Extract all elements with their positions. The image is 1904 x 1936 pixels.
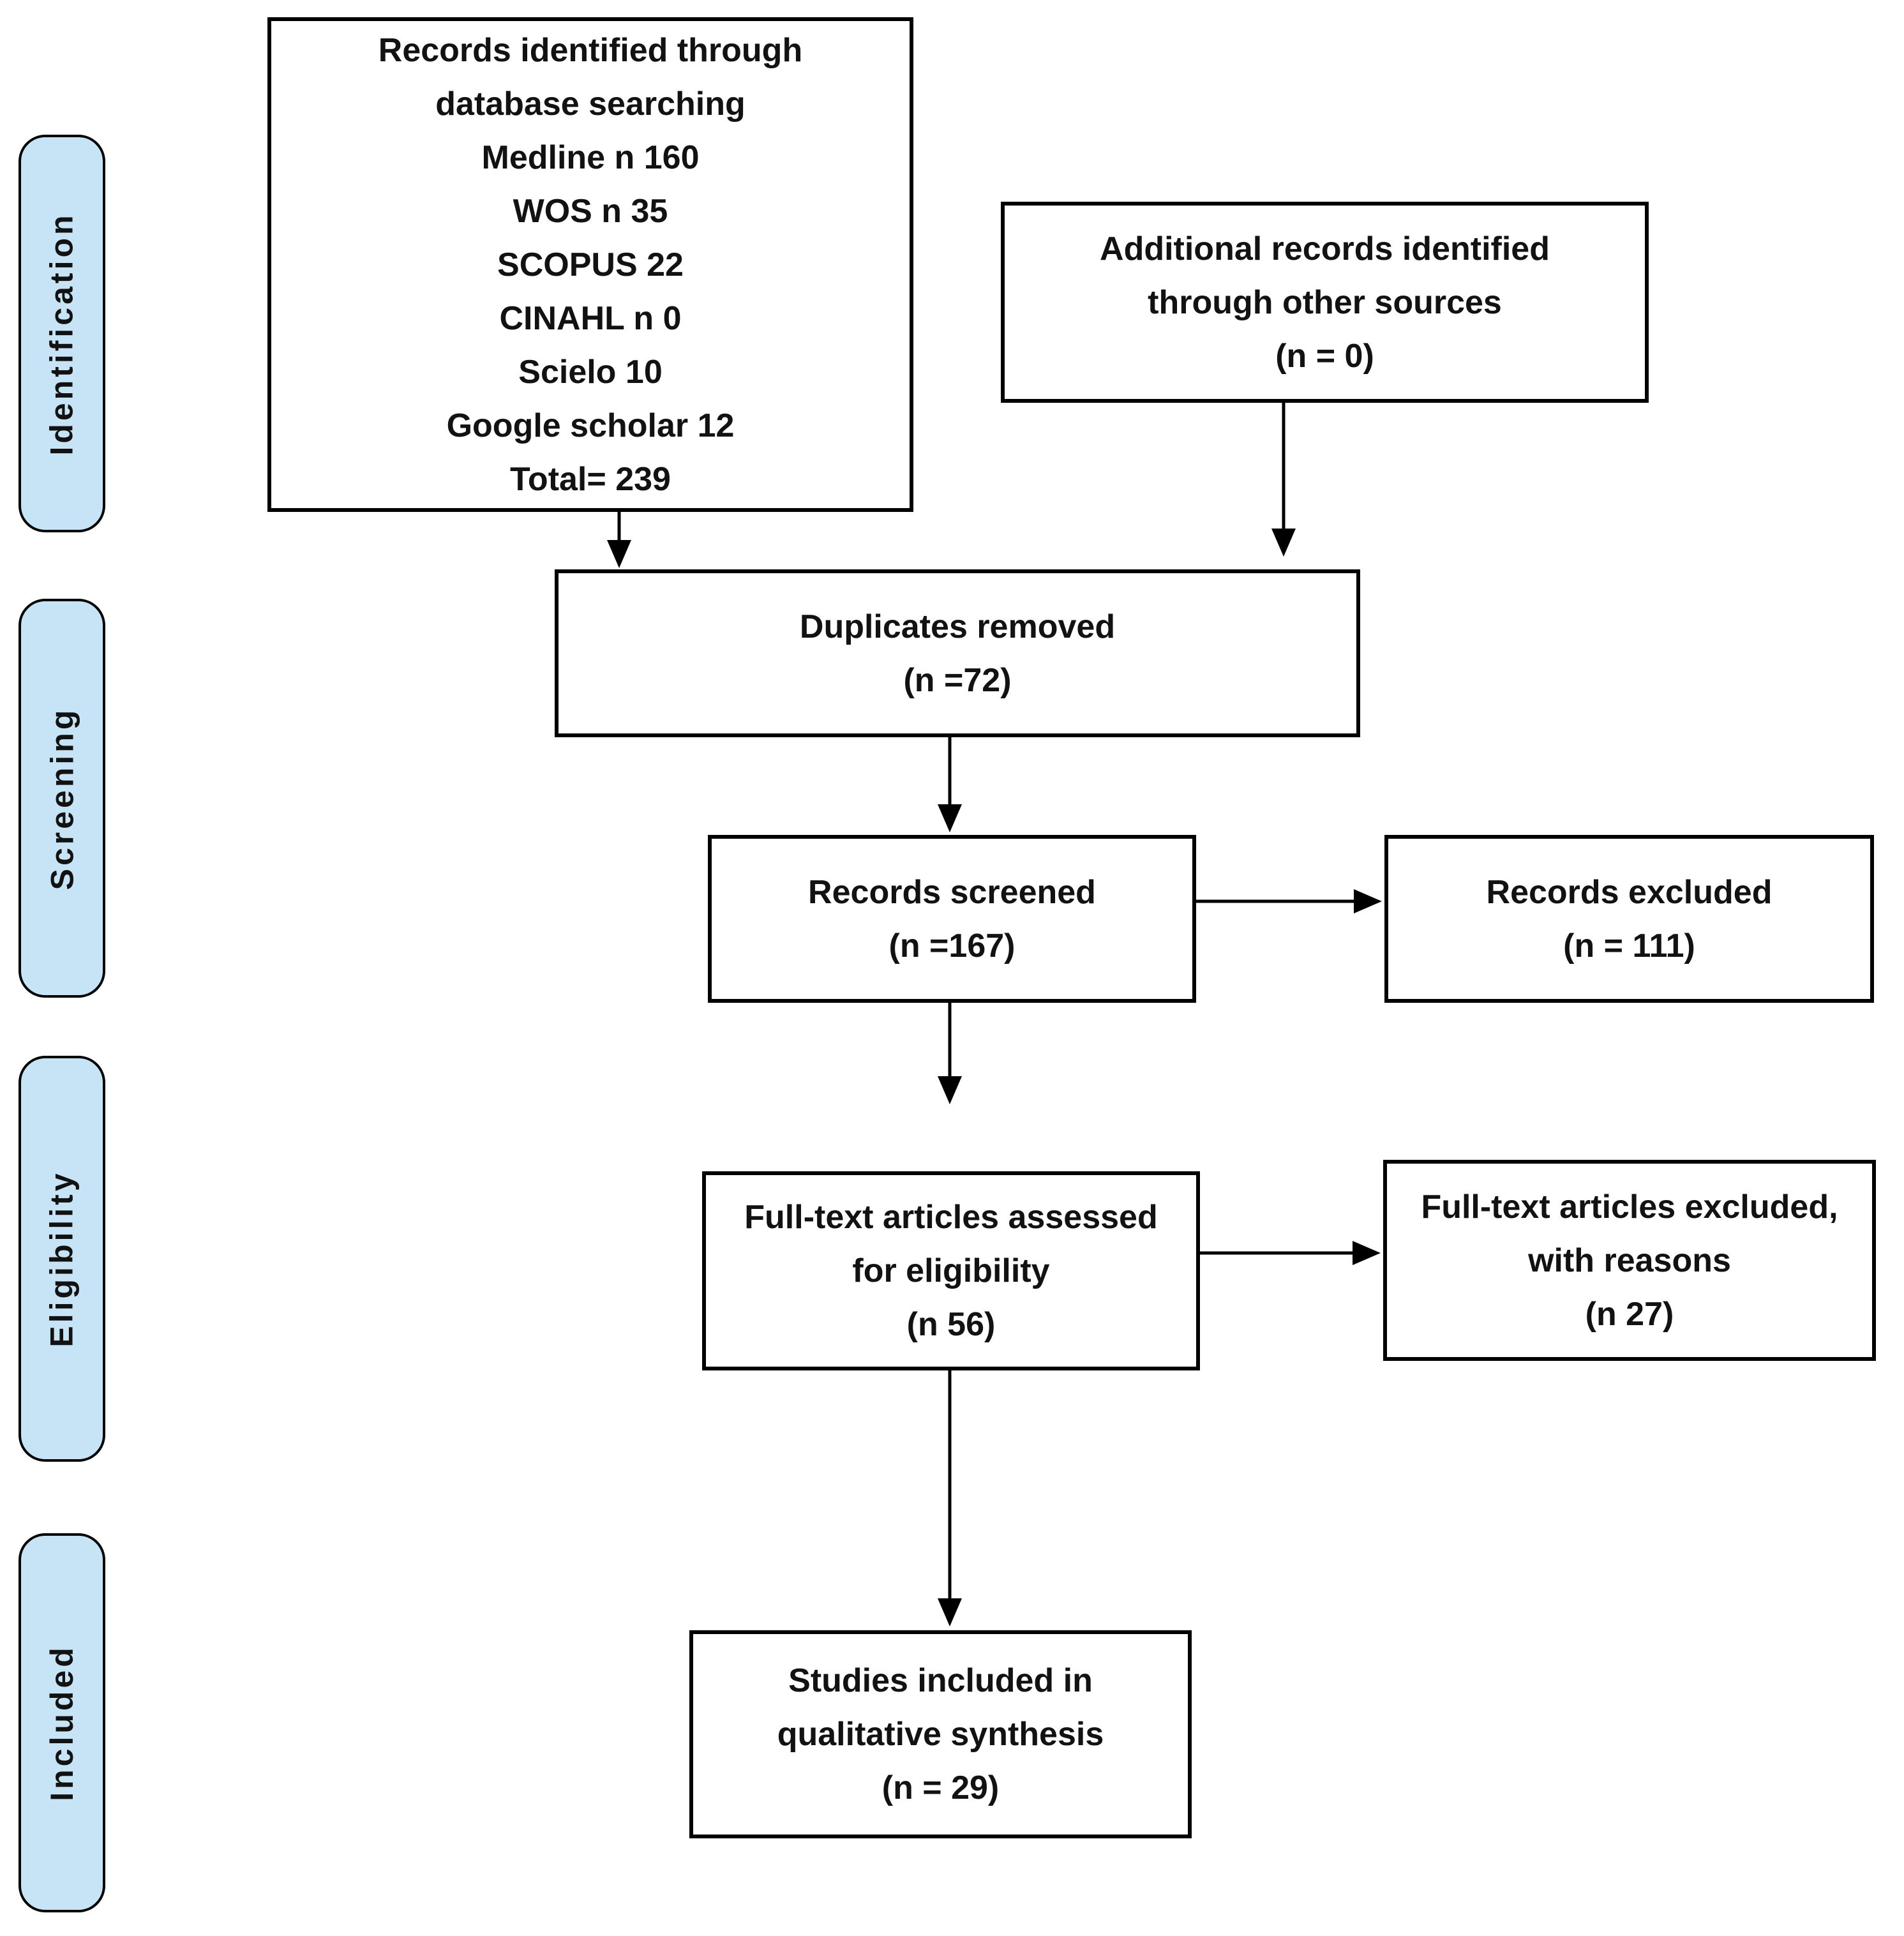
studies-included-line: (n = 29) xyxy=(881,1769,1000,1806)
records-identified-line: WOS n 35 xyxy=(513,192,668,230)
records-identified-line: CINAHL n 0 xyxy=(499,299,682,337)
records-identified-line: database searching xyxy=(435,85,746,123)
records-identified-line: Total= 239 xyxy=(510,460,671,498)
stage-screening-label: Screening xyxy=(44,707,80,890)
records-identified-box: Records identified through database sear… xyxy=(267,17,913,512)
arrow-records-identified-to-duplicates xyxy=(607,512,631,568)
stage-eligibility-label: Eligibility xyxy=(44,1170,80,1347)
records-identified-line: SCOPUS 22 xyxy=(497,246,684,283)
studies-included-box: Studies included in qualitative synthesi… xyxy=(689,1630,1192,1838)
studies-included-line: Studies included in xyxy=(788,1662,1093,1699)
stage-included-label: Included xyxy=(44,1644,80,1801)
stage-identification-label: Identification xyxy=(44,211,80,456)
stage-identification: Identification xyxy=(19,135,105,532)
duplicates-removed-line: (n =72) xyxy=(903,661,1012,699)
records-identified-line: Medline n 160 xyxy=(481,139,700,176)
fulltext-assessed-box: Full-text articles assessed for eligibil… xyxy=(702,1171,1200,1370)
stage-eligibility: Eligibility xyxy=(19,1056,105,1462)
arrow-fulltext-to-fulltext-excluded xyxy=(1200,1241,1381,1265)
stage-screening: Screening xyxy=(19,599,105,998)
additional-records-line: through other sources xyxy=(1148,283,1502,321)
records-identified-line: Google scholar 12 xyxy=(446,407,735,444)
duplicates-removed-line: Duplicates removed xyxy=(799,608,1116,645)
records-excluded-box: Records excluded (n = 111) xyxy=(1384,835,1874,1003)
fulltext-assessed-line: Full-text articles assessed xyxy=(744,1199,1158,1236)
fulltext-assessed-line: for eligibility xyxy=(852,1252,1050,1289)
records-excluded-line: Records excluded xyxy=(1486,873,1773,911)
fulltext-assessed-line: (n 56) xyxy=(906,1306,996,1343)
records-excluded-line: (n = 111) xyxy=(1563,927,1695,964)
arrow-fulltext-to-studies-included xyxy=(938,1370,962,1626)
arrow-screened-to-excluded xyxy=(1196,889,1382,913)
additional-records-box: Additional records identified through ot… xyxy=(1001,202,1649,403)
records-screened-line: (n =167) xyxy=(888,927,1016,964)
stage-included: Included xyxy=(19,1533,105,1912)
records-identified-line: Records identified through xyxy=(378,31,803,69)
additional-records-line: (n = 0) xyxy=(1275,337,1374,375)
studies-included-line: qualitative synthesis xyxy=(777,1716,1104,1753)
arrow-duplicates-to-screened xyxy=(938,737,962,832)
additional-records-line: Additional records identified xyxy=(1100,230,1550,267)
records-screened-line: Records screened xyxy=(808,873,1096,911)
records-screened-box: Records screened (n =167) xyxy=(708,835,1196,1003)
duplicates-removed-box: Duplicates removed (n =72) xyxy=(555,569,1360,737)
fulltext-excluded-line: Full-text articles excluded, xyxy=(1421,1188,1838,1226)
records-identified-line: Scielo 10 xyxy=(518,353,663,391)
arrow-additional-records-to-duplicates xyxy=(1271,403,1296,557)
fulltext-excluded-line: with reasons xyxy=(1528,1242,1731,1279)
arrow-screened-to-fulltext xyxy=(938,1003,962,1104)
fulltext-excluded-line: (n 27) xyxy=(1585,1295,1674,1333)
fulltext-excluded-box: Full-text articles excluded, with reason… xyxy=(1383,1160,1876,1361)
